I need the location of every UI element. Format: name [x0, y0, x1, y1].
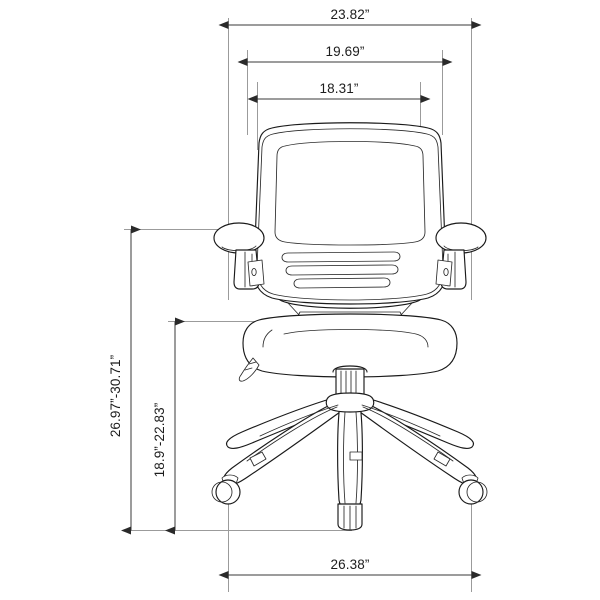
- caster-wheels: [211, 474, 488, 531]
- caster-left: [211, 474, 241, 505]
- mesh-backrest: [253, 122, 447, 305]
- height-adjust-lever: [238, 357, 260, 382]
- label-backrest-inner-width: 18.31”: [320, 81, 359, 96]
- label-backrest-outer-width: 19.69”: [326, 44, 365, 59]
- label-base-diameter: 26.38”: [331, 557, 370, 572]
- dimension-lines: [121, 21, 482, 579]
- dimension-labels: 23.82” 19.69” 18.31” 26.97”-30.71” 18.9”…: [108, 7, 369, 572]
- label-overall-width: 23.82”: [331, 7, 370, 22]
- caster-right: [458, 474, 488, 505]
- right-armrest: [435, 222, 487, 290]
- label-seat-height: 18.9”-22.83”: [152, 403, 167, 478]
- caster-front-center: [337, 503, 363, 531]
- five-star-base: [222, 392, 478, 511]
- left-armrest: [213, 222, 265, 290]
- lumbar-support-bars: [281, 251, 401, 289]
- office-chair-illustration: [211, 122, 488, 531]
- seat-cushion: [242, 313, 458, 378]
- label-overall-height: 26.97”-30.71”: [108, 355, 123, 437]
